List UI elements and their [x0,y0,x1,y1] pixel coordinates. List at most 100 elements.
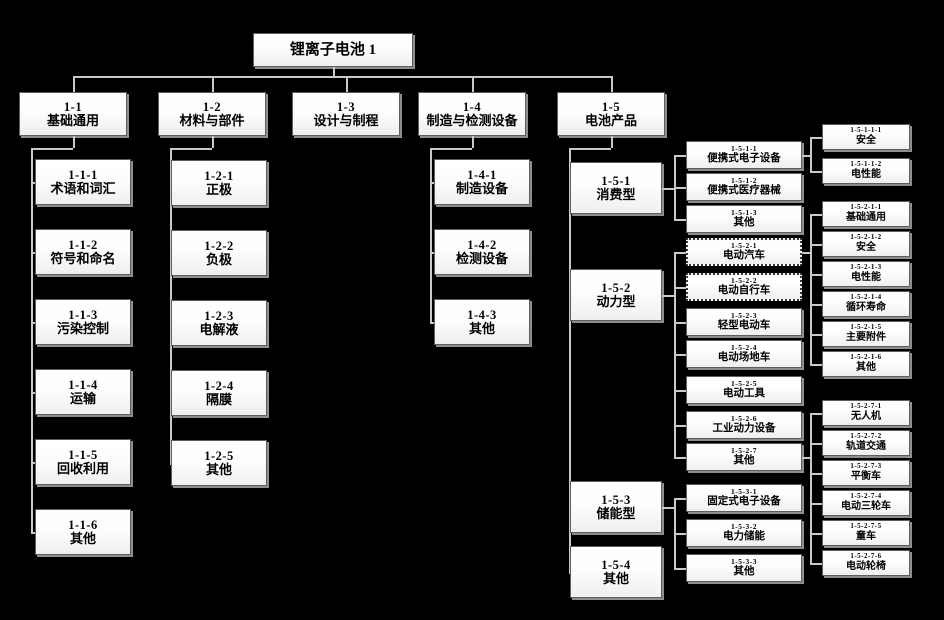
node-label: 轻型电动车 [717,320,771,332]
node-label: 循环寿命 [846,302,886,314]
connector-line [674,155,686,157]
node-label: 安全 [856,135,876,147]
connector-line [674,390,686,392]
connector-line [810,244,822,246]
connector-line [674,425,686,427]
node-code: 1-5-1-2 [731,175,757,185]
node-code: 1-4-1 [467,167,497,182]
connector-line [810,413,822,415]
root-node[interactable]: 锂离子电池 1 [253,33,413,67]
connector-line [569,188,570,190]
node-code: 1-5-2-7-1 [850,402,882,411]
node-label: 其他 [69,530,96,546]
node-label: 电性能 [851,272,881,284]
connector-line [430,252,434,254]
node-code: 1-2-3 [204,308,234,323]
node-code: 1-5-2-1-5 [850,323,882,332]
connector-line [674,187,686,189]
node-label: 回收利用 [56,460,109,476]
node-code: 1-1-3 [68,307,98,322]
connector-line [674,219,686,221]
node-label: 运输 [69,390,96,406]
connector-line [810,137,812,171]
node-label: 其他 [733,455,755,467]
node-code: 1-5-2-7-6 [850,552,882,561]
node-code: 1-4-3 [467,307,497,322]
node-label: 术语和词汇 [50,180,116,196]
node-label: 电池产品 [584,112,637,128]
node-label: 其他 [468,320,495,336]
connector-line [802,155,810,157]
node-label: 工业动力设备 [712,423,776,435]
node-code: 1-3 [336,99,356,114]
connector-line [430,322,434,324]
connector-line [611,76,613,92]
node-code: 1-1-4 [68,377,98,392]
node-label: 其他 [733,217,755,229]
connector-line [31,532,35,534]
connector-line [212,136,214,148]
node-label: 制造设备 [455,180,508,196]
connector-line [170,148,212,150]
connector-line [31,322,35,324]
node-label: 制造与检测设备 [426,112,518,128]
connector-line [569,572,570,574]
connector-line [333,67,335,76]
node-label: 便携式电子设备 [707,153,781,165]
connector-line [810,137,822,139]
node-label: 其他 [602,570,629,586]
node-label: 电力储能 [723,531,765,543]
connector-line [430,182,434,184]
